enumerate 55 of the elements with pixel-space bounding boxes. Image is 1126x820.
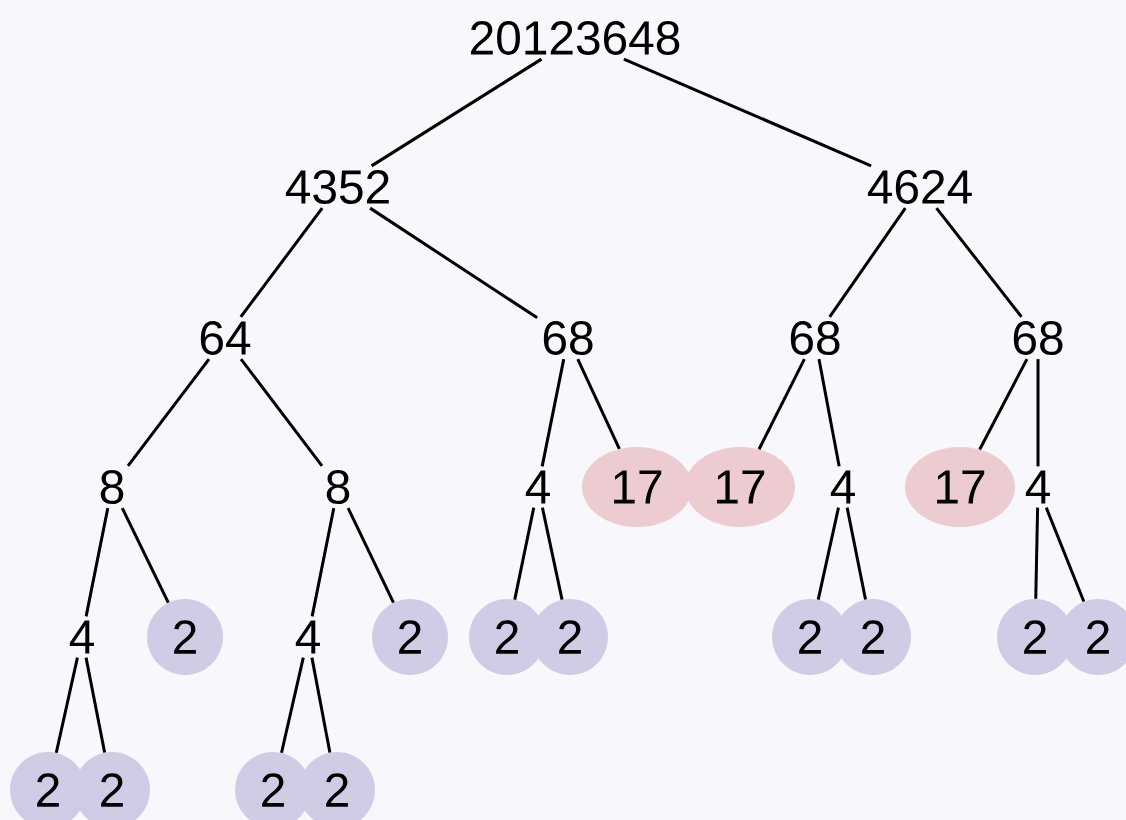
tree-line bbox=[623, 57, 872, 168]
number-label: 8 bbox=[100, 470, 124, 504]
tree-line bbox=[817, 358, 841, 467]
tree-line bbox=[935, 207, 1023, 318]
tree-line bbox=[239, 207, 324, 318]
tree-line bbox=[369, 206, 539, 320]
number-label: 68 bbox=[543, 321, 593, 355]
tree-line bbox=[513, 507, 536, 600]
tree-line bbox=[280, 657, 305, 754]
node-label: 2 bbox=[559, 620, 581, 654]
node-label: 2 bbox=[326, 773, 348, 807]
tree-line bbox=[828, 207, 907, 318]
number-oval: 17 bbox=[582, 447, 692, 527]
node-label: 2 bbox=[1087, 620, 1109, 654]
number-label: 4352 bbox=[285, 170, 389, 204]
number-label: 20123648 bbox=[471, 21, 680, 55]
number-label: 68 bbox=[790, 321, 840, 355]
tree-line bbox=[310, 507, 336, 617]
number-label: 4 bbox=[525, 470, 550, 504]
tree-line bbox=[978, 358, 1029, 451]
number-label: 4 bbox=[1025, 470, 1050, 504]
number-label: 4 bbox=[69, 620, 94, 654]
node-label: 2 bbox=[101, 773, 123, 807]
node-label: 2 bbox=[1024, 620, 1046, 654]
tree-line bbox=[816, 507, 840, 600]
tree-line bbox=[1034, 507, 1040, 599]
node-label: 2 bbox=[799, 620, 821, 654]
tree-line bbox=[84, 507, 110, 617]
node-label: 2 bbox=[496, 620, 518, 654]
node-label: 2 bbox=[862, 620, 884, 654]
tree-line bbox=[310, 657, 332, 753]
number-label: 64 bbox=[200, 321, 251, 355]
tree-line bbox=[576, 358, 621, 450]
tree-line bbox=[1036, 359, 1040, 467]
number-oval: 17 bbox=[905, 447, 1015, 527]
tree-line bbox=[845, 507, 867, 600]
number-label: 4 bbox=[830, 470, 855, 504]
tree-line bbox=[540, 358, 566, 467]
number-label: 4624 bbox=[867, 170, 972, 204]
node-label: 2 bbox=[37, 773, 59, 807]
number-oval: 17 bbox=[685, 447, 795, 527]
tree-line bbox=[126, 358, 211, 467]
tree-line bbox=[540, 507, 564, 600]
tree-line bbox=[1044, 507, 1086, 603]
tree-line bbox=[757, 358, 806, 450]
number-label: 4 bbox=[295, 620, 320, 654]
tree-line bbox=[120, 507, 170, 604]
node-label: 2 bbox=[262, 773, 284, 807]
number-label: 8 bbox=[326, 470, 350, 504]
tree-line bbox=[54, 657, 79, 754]
tree-line bbox=[239, 358, 324, 467]
tree-line bbox=[84, 657, 107, 753]
number-label: 68 bbox=[1013, 321, 1063, 355]
tree-line bbox=[346, 507, 395, 604]
tree-line bbox=[370, 57, 543, 168]
